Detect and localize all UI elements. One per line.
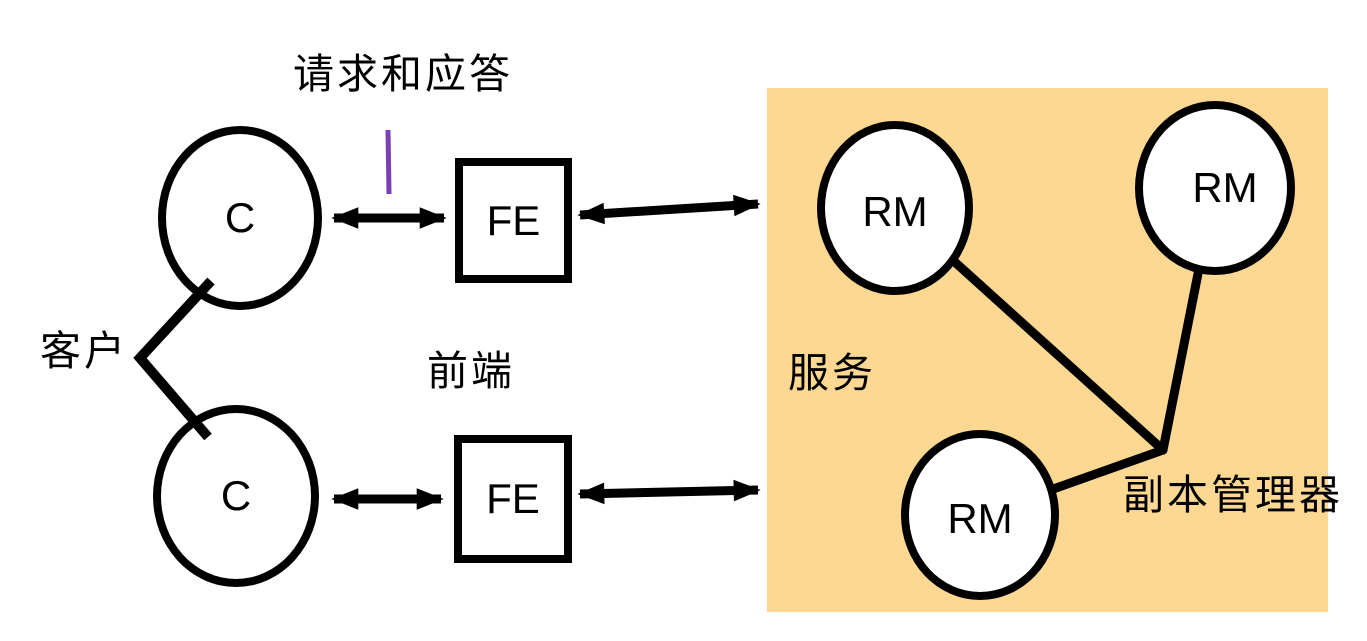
client-node-2: C <box>153 405 319 587</box>
annotation-tick-line <box>385 129 392 195</box>
replica-manager-node-3: RM <box>901 430 1059 600</box>
front-end-node-2-label: FE <box>486 475 540 522</box>
client-node-1-label: C <box>224 194 256 241</box>
replica-manager-node-1: RM <box>817 121 973 295</box>
client-node-2-label: C <box>220 472 252 519</box>
arrow-fe2-service <box>577 479 761 505</box>
replica-manager-node-3-label: RM <box>947 495 1013 542</box>
clients-label: 客户 <box>40 327 128 375</box>
front-end-node-1: FE <box>455 158 572 283</box>
front-end-node-2: FE <box>454 435 572 563</box>
client-node-1: C <box>158 126 322 310</box>
front-end-node-1-label: FE <box>486 196 541 244</box>
replica-manager-node-1-label: RM <box>862 188 928 235</box>
request-reply-label: 请求和应答 <box>293 50 513 98</box>
service-label: 服务 <box>788 349 876 397</box>
replica-manager-node-2: RM <box>1135 101 1295 275</box>
replica-managers-label: 副本管理器 <box>1123 471 1343 519</box>
front-ends-label: 前端 <box>427 347 515 395</box>
arrow-fe1-service <box>577 194 761 225</box>
replica-manager-node-2-label: RM <box>1192 164 1258 211</box>
